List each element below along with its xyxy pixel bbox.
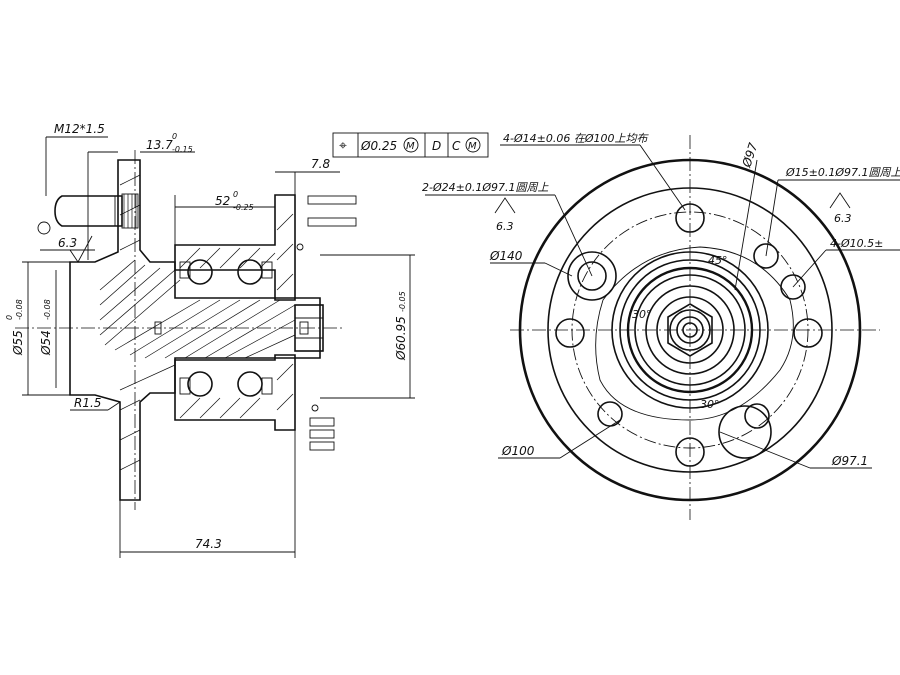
position-icon: ⌖ bbox=[339, 138, 347, 154]
large-holes-note: 2-Ø24±0.1Ø97.1圆周上 bbox=[422, 181, 549, 194]
dia-97-label: Ø97 bbox=[739, 141, 760, 170]
svg-text:-0.25: -0.25 bbox=[233, 203, 254, 212]
bearing-ball bbox=[187, 371, 213, 397]
spec-box bbox=[309, 441, 335, 451]
svg-text:-0.08: -0.08 bbox=[43, 299, 52, 320]
dia-140-label: Ø140 bbox=[489, 249, 523, 263]
angle-30-top: 30° bbox=[632, 308, 652, 321]
angle-45: 45° bbox=[708, 254, 728, 267]
spec-box bbox=[309, 429, 335, 439]
large-hole bbox=[718, 405, 772, 459]
fcf-tolerance: Ø0.25 bbox=[360, 139, 397, 153]
hex-nut bbox=[667, 303, 713, 357]
dia-bore-dim: Ø60.95 bbox=[394, 316, 408, 361]
flange-outer-rim bbox=[547, 187, 833, 473]
thread-label: M12*1.5 bbox=[54, 122, 105, 136]
holes-10-note: 4-Ø10.5± bbox=[830, 237, 883, 250]
large-hole bbox=[567, 251, 617, 301]
stud-knurl bbox=[121, 193, 139, 229]
bearing-ball bbox=[187, 259, 213, 285]
fcf-datum-c: C bbox=[452, 139, 461, 153]
spec-box bbox=[309, 417, 335, 427]
bearing-housing bbox=[174, 194, 296, 301]
pcd-circle bbox=[571, 211, 809, 449]
hub-flange bbox=[69, 159, 321, 501]
holes-15-note: Ø15±0.1Ø97.1圆周上 bbox=[785, 166, 900, 179]
bearing-ball bbox=[237, 371, 263, 397]
bearing-width-dim: 52 bbox=[215, 194, 230, 208]
svg-text:0: 0 bbox=[5, 315, 14, 320]
dia-100-label: Ø100 bbox=[501, 444, 535, 458]
roughness-side: 6.3 bbox=[58, 236, 77, 250]
bolt-hole bbox=[675, 437, 705, 467]
roughness-right: 6.3 bbox=[834, 212, 852, 225]
bolt-hole bbox=[597, 401, 623, 427]
overall-length-dim: 74.3 bbox=[195, 537, 222, 551]
hub-hatching bbox=[99, 174, 296, 471]
offset-dim: 7.8 bbox=[311, 157, 330, 171]
bolt-hole bbox=[793, 318, 823, 348]
svg-text:M: M bbox=[406, 141, 415, 152]
svg-text:-0.08: -0.08 bbox=[15, 299, 24, 320]
svg-text:0: 0 bbox=[233, 190, 238, 199]
svg-text:-0.05: -0.05 bbox=[398, 291, 407, 312]
bolt-hole bbox=[555, 318, 585, 348]
dia-hub-dim: Ø54 bbox=[39, 330, 53, 356]
angle-30-bottom: 30° bbox=[700, 398, 720, 411]
flange-contour bbox=[595, 246, 794, 421]
bearing-ball bbox=[237, 259, 263, 285]
front-view: 4-Ø14±0.06 在Ø100上均布 2-Ø24±0.1Ø97.1圆周上 6.… bbox=[422, 132, 900, 520]
bolt-hole bbox=[744, 403, 770, 429]
holes-note: 4-Ø14±0.06 在Ø100上均布 bbox=[503, 132, 649, 145]
svg-text:-0.15: -0.15 bbox=[172, 145, 193, 154]
wheel-stud bbox=[54, 195, 123, 227]
feature-control-frame: ⌖ Ø0.25 M D C M bbox=[332, 132, 489, 158]
svg-text:0: 0 bbox=[172, 132, 177, 141]
dia-pilot-dim: Ø55 bbox=[11, 330, 25, 356]
hub-face bbox=[611, 251, 769, 409]
fillet-dim: R1.5 bbox=[74, 396, 101, 410]
dia-97-1-label: Ø97.1 bbox=[831, 454, 868, 468]
svg-text:M: M bbox=[468, 141, 477, 152]
side-view: M12*1.5 13.7 0 -0.15 52 0 -0.25 7.8 6.3 … bbox=[5, 122, 415, 558]
spindle-end bbox=[294, 304, 324, 352]
bolt-hole bbox=[675, 203, 705, 233]
bolt-hole bbox=[753, 243, 779, 269]
flange-thickness-dim: 13.7 bbox=[146, 138, 173, 152]
roughness-left: 6.3 bbox=[496, 220, 514, 233]
flange-outer-circle bbox=[518, 158, 862, 502]
spec-box bbox=[307, 217, 357, 227]
spec-box bbox=[307, 195, 357, 205]
fcf-datum-d: D bbox=[432, 139, 441, 153]
